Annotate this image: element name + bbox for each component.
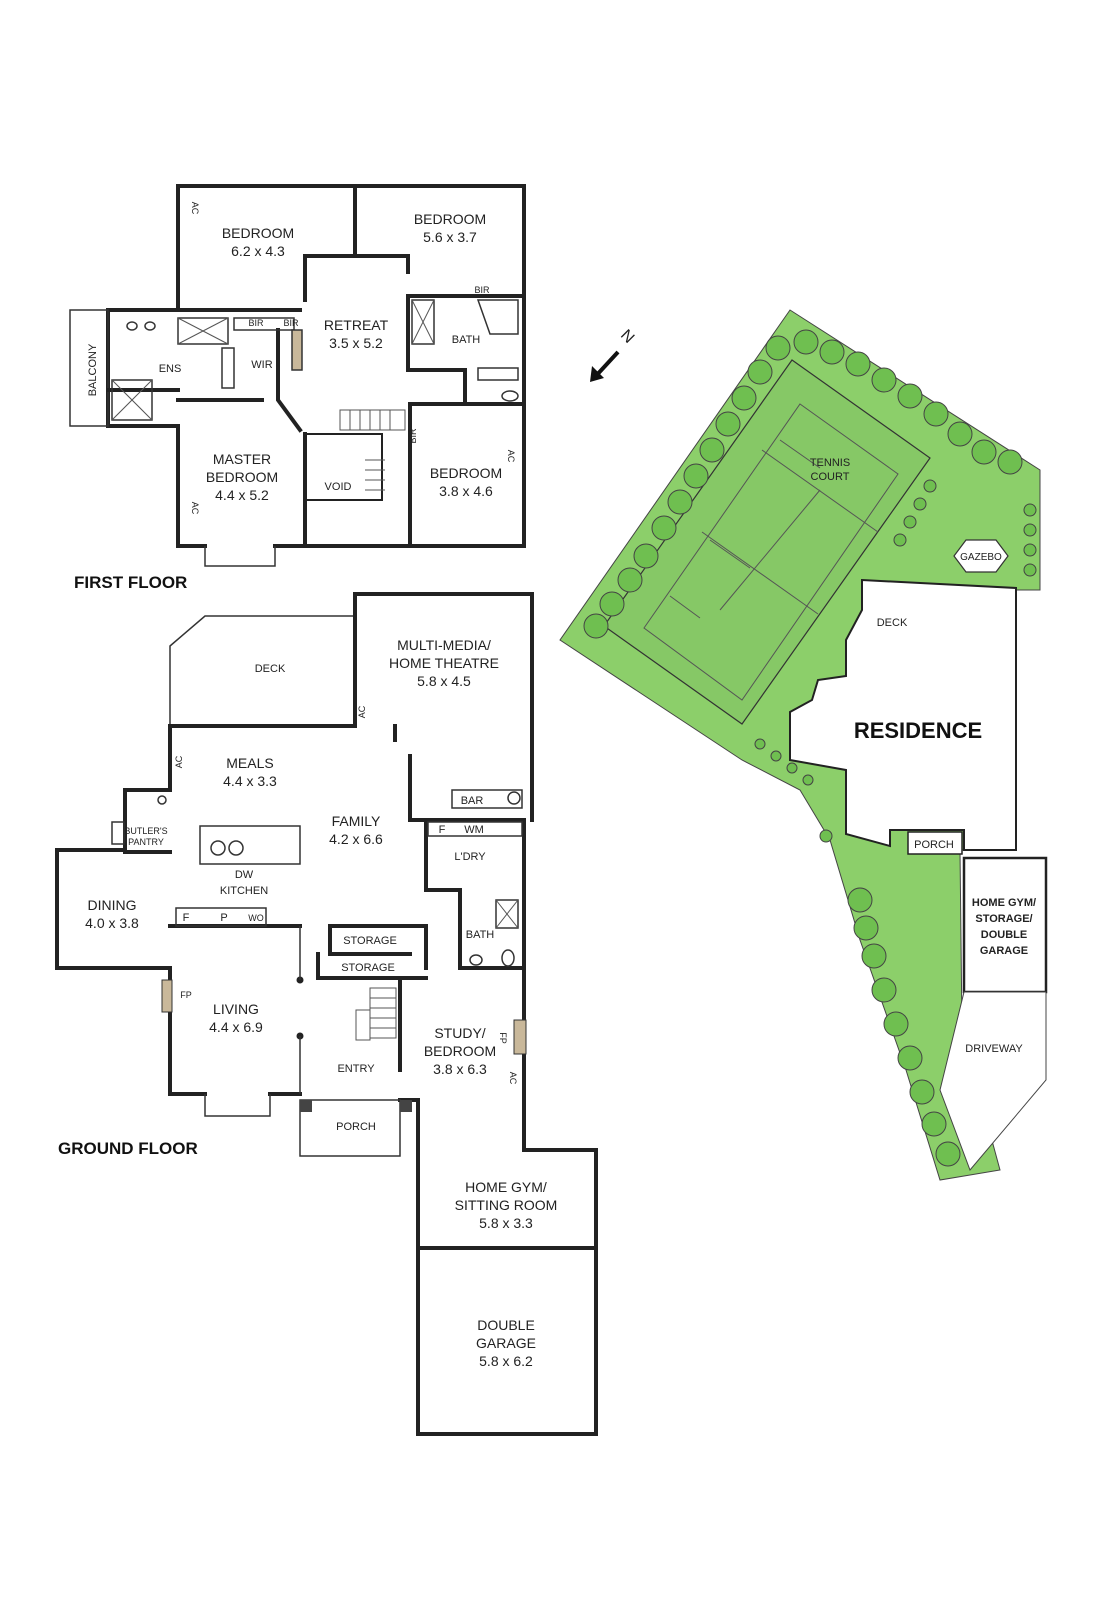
storage-label-2: STORAGE bbox=[341, 962, 395, 974]
bedroom-2-size: 5.6 x 3.7 bbox=[423, 229, 477, 245]
driveway-label: DRIVEWAY bbox=[965, 1043, 1023, 1055]
living-label: LIVING bbox=[213, 1001, 259, 1017]
ens-label: ENS bbox=[159, 363, 182, 375]
study-size: 3.8 x 6.3 bbox=[433, 1061, 487, 1077]
site-plan: N TENNIS COURT bbox=[559, 309, 1048, 1181]
gazebo-label: GAZEBO bbox=[960, 552, 1002, 563]
ac-label-1: AC bbox=[190, 202, 200, 215]
outbuilding-label-2: STORAGE/ bbox=[975, 913, 1032, 925]
outbuilding-label-1: HOME GYM/ bbox=[972, 897, 1036, 909]
bedroom-2-label: BEDROOM bbox=[414, 211, 486, 227]
porch-outline bbox=[299, 1099, 401, 1157]
theatre-label-1: MULTI-MEDIA/ bbox=[397, 637, 491, 653]
master-size: 4.4 x 5.2 bbox=[215, 487, 269, 503]
theatre-size: 5.8 x 4.5 bbox=[417, 673, 471, 689]
bir-label-1: BIR bbox=[248, 318, 264, 328]
kitchen-island bbox=[199, 825, 301, 865]
balcony-label: BALCONY bbox=[87, 343, 99, 396]
gym-label-1: HOME GYM/ bbox=[465, 1179, 547, 1195]
kitchen-label: KITCHEN bbox=[220, 885, 268, 897]
meals-size: 4.4 x 3.3 bbox=[223, 773, 277, 789]
trees bbox=[583, 329, 1037, 1167]
master-label-2: BEDROOM bbox=[206, 469, 278, 485]
retreat-size: 3.5 x 5.2 bbox=[329, 335, 383, 351]
deck-label: DECK bbox=[255, 663, 286, 675]
site-porch bbox=[907, 831, 963, 855]
ac-label-study: AC bbox=[508, 1072, 518, 1085]
study-label-1: STUDY/ bbox=[434, 1025, 485, 1041]
site-porch-label: PORCH bbox=[914, 839, 954, 851]
fp-label-living: FP bbox=[180, 990, 192, 1000]
void-label: VOID bbox=[325, 481, 352, 493]
garage-size: 5.8 x 6.2 bbox=[479, 1353, 533, 1369]
theatre-label-2: HOME THEATRE bbox=[389, 655, 499, 671]
retreat-label: RETREAT bbox=[324, 317, 389, 333]
garage-label-2: GARAGE bbox=[476, 1335, 536, 1351]
ldry-fridge-label: F bbox=[439, 824, 446, 836]
dw-label: DW bbox=[235, 869, 254, 881]
dining-size: 4.0 x 3.8 bbox=[85, 915, 139, 931]
dining-label: DINING bbox=[88, 897, 137, 913]
entry-label: ENTRY bbox=[337, 1063, 375, 1075]
ground-floor-title: GROUND FLOOR bbox=[58, 1139, 198, 1158]
wm-label: WM bbox=[464, 824, 484, 836]
wo-label: WO bbox=[248, 913, 264, 923]
site-deck-label: DECK bbox=[877, 617, 908, 629]
bir-label-3: BIR bbox=[474, 285, 490, 295]
storage-label-1: STORAGE bbox=[343, 935, 397, 947]
study-label-2: BEDROOM bbox=[424, 1043, 496, 1059]
master-label-1: MASTER bbox=[213, 451, 271, 467]
bir-label-2: BIR bbox=[283, 318, 299, 328]
residence-label: RESIDENCE bbox=[854, 718, 982, 743]
balcony-outline bbox=[69, 309, 109, 427]
outbuilding-label-3: DOUBLE bbox=[981, 929, 1027, 941]
residence-footprint bbox=[789, 578, 1017, 851]
ac-label-2: AC bbox=[190, 502, 200, 515]
wir-label: WIR bbox=[251, 359, 272, 371]
butlers-label-1: BUTLER'S bbox=[124, 826, 167, 836]
first-floor-title: FIRST FLOOR bbox=[74, 573, 187, 592]
gazebo bbox=[953, 539, 1009, 573]
ac-label-theatre: AC bbox=[357, 705, 367, 718]
family-size: 4.2 x 6.6 bbox=[329, 831, 383, 847]
bath-tub-first bbox=[476, 299, 519, 335]
tennis-label-2: COURT bbox=[811, 471, 850, 483]
stairs-ground bbox=[355, 987, 397, 1041]
fridge-label: F bbox=[183, 912, 190, 924]
outbuilding bbox=[962, 856, 1048, 994]
ens-shower bbox=[177, 317, 229, 345]
gym-label-2: SITTING ROOM bbox=[455, 1197, 558, 1213]
ldry-label: L'DRY bbox=[454, 851, 486, 863]
tennis-label-1: TENNIS bbox=[810, 457, 850, 469]
outbuilding-label-4: GARAGE bbox=[980, 945, 1028, 957]
bedroom-1-size: 6.2 x 4.3 bbox=[231, 243, 285, 259]
bar-counter bbox=[451, 789, 523, 809]
ac-label-3: AC bbox=[506, 450, 516, 463]
bir-label-4: BIR bbox=[408, 428, 418, 444]
stairs-first bbox=[339, 409, 406, 491]
living-size: 4.4 x 6.9 bbox=[209, 1019, 263, 1035]
bar-label: BAR bbox=[461, 795, 484, 807]
porch-label: PORCH bbox=[336, 1121, 376, 1133]
north-arrow-icon: N bbox=[590, 327, 637, 382]
svg-text:N: N bbox=[617, 327, 637, 347]
ground-floor-plan: DECK MULTI-MEDIA/ HOME THEATRE 5.8 x 4.5… bbox=[55, 592, 598, 1436]
butlers-label-2: PANTRY bbox=[128, 837, 164, 847]
family-label: FAMILY bbox=[332, 813, 381, 829]
ac-label-meals: AC bbox=[174, 755, 184, 768]
first-floor-plan: BEDROOM 6.2 x 4.3 BEDROOM 5.6 x 3.7 RETR… bbox=[69, 184, 526, 592]
bedroom-3-size: 3.8 x 4.6 bbox=[439, 483, 493, 499]
pantry-label: P bbox=[220, 912, 227, 924]
bedroom-3-label: BEDROOM bbox=[430, 465, 502, 481]
meals-label: MEALS bbox=[226, 755, 273, 771]
bedroom-1-label: BEDROOM bbox=[222, 225, 294, 241]
bath-label-ground: BATH bbox=[466, 929, 495, 941]
garage-label-1: DOUBLE bbox=[477, 1317, 535, 1333]
gym-size: 5.8 x 3.3 bbox=[479, 1215, 533, 1231]
driveway bbox=[939, 991, 1047, 1171]
fp-label-study: FP bbox=[498, 1032, 508, 1044]
bath-label-first: BATH bbox=[452, 334, 481, 346]
